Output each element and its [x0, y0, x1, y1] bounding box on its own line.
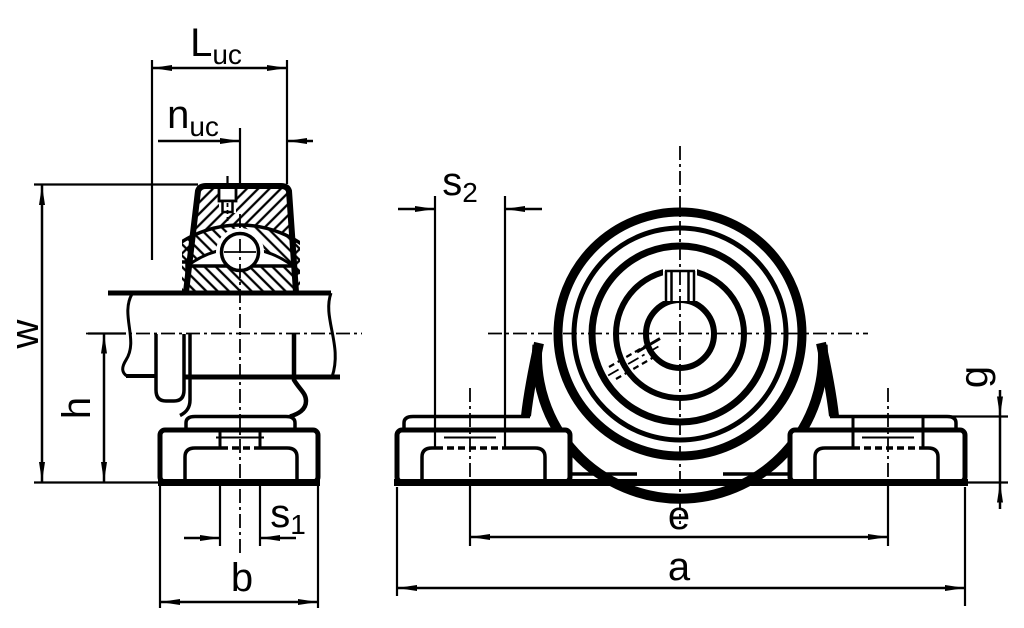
label-nuc: nuc: [167, 93, 219, 142]
right-foot-pad: [830, 414, 958, 429]
dim-b: [158, 486, 320, 608]
cap-outline: [183, 183, 299, 292]
dim-a: [395, 487, 967, 606]
shaft-break-right: [327, 292, 337, 378]
front-dimensions: [395, 196, 1008, 606]
side-dimensions: [34, 60, 320, 608]
side-section-view: [86, 176, 362, 556]
collar-front-half: [154, 334, 186, 403]
label-a: a: [668, 545, 691, 589]
pillar-edge-right: [289, 334, 309, 419]
dim-g: [950, 390, 1008, 509]
side-base-slot: [183, 446, 299, 482]
label-h: h: [55, 397, 99, 419]
left-foot-pad: [402, 414, 530, 429]
pillar-flare-right: [816, 341, 839, 417]
locking-collar-section: [182, 260, 189, 292]
label-Luc: Luc: [190, 21, 242, 70]
label-s1: s1: [270, 492, 306, 540]
label-s2: s2: [442, 160, 478, 208]
side-centerlines: [86, 214, 362, 556]
dim-s2: [398, 196, 542, 448]
dim-luc: [150, 60, 289, 260]
pillar-flare-left: [521, 341, 544, 417]
shaft-break-left: [121, 293, 134, 378]
label-w: w: [3, 319, 47, 349]
pillar-edge-left: [179, 334, 192, 418]
keyway-icon: [664, 269, 696, 301]
label-b: b: [231, 556, 253, 600]
dim-s1: [184, 486, 296, 546]
right-boss-edges: [851, 418, 925, 448]
dim-nuc: [158, 128, 313, 186]
dimension-labels: Luc nuc w h s1 b s2 e a g: [3, 21, 996, 600]
dim-h: [88, 332, 126, 482]
set-screw-hidden-lines: [605, 337, 661, 380]
side-boss-edges: [218, 430, 262, 448]
label-e: e: [668, 494, 690, 538]
shaft: [108, 290, 340, 380]
front-centerlines: [469, 146, 889, 524]
label-g: g: [952, 366, 996, 388]
front-view: [394, 146, 968, 546]
dim-w: [34, 183, 198, 484]
